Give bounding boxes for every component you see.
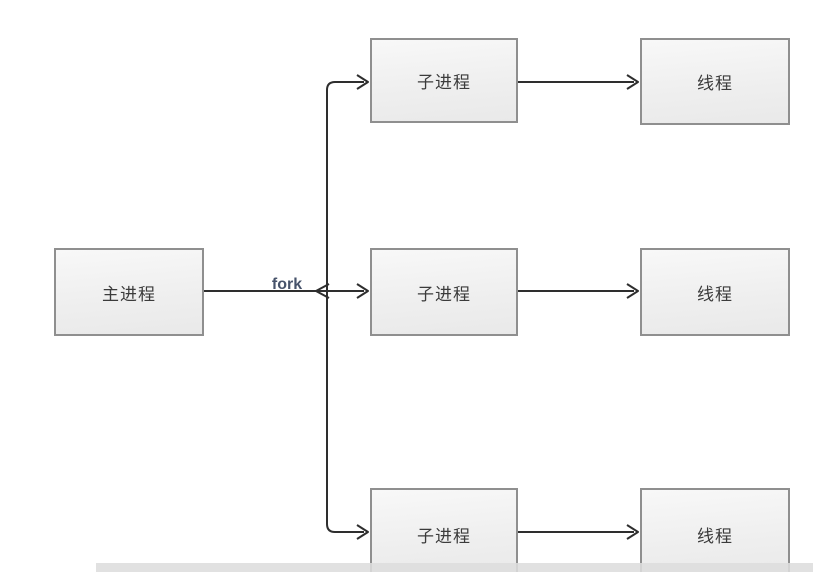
edge-junction-to-child3: [326, 291, 364, 533]
node-main-process-label: 主进程: [102, 284, 156, 304]
node-thread-2: 线程: [640, 248, 790, 336]
node-child-process-2-label: 子进程: [417, 284, 471, 304]
node-child-process-2: 子进程: [370, 248, 518, 336]
node-thread-3-label: 线程: [697, 526, 733, 546]
arrowhead-child3: [356, 524, 369, 540]
arrowhead-junction-left: [315, 283, 330, 299]
node-child-process-1: 子进程: [370, 38, 518, 123]
arrowhead-child1: [356, 74, 369, 90]
node-thread-1: 线程: [640, 38, 790, 125]
node-child-process-3-label: 子进程: [417, 526, 471, 546]
node-thread-1-label: 线程: [697, 74, 733, 93]
node-child-process-1-label: 子进程: [417, 73, 471, 92]
arrowhead-thread3: [626, 524, 639, 540]
arrowhead-thread2: [626, 283, 639, 299]
node-child-process-3: 子进程: [370, 488, 518, 572]
edge-junction-to-child1: [326, 81, 364, 291]
node-thread-2-label: 线程: [697, 284, 733, 304]
bottom-edge-bar: [96, 563, 813, 572]
edge-label-fork: fork: [271, 276, 303, 293]
arrowhead-thread1: [626, 74, 639, 90]
arrowhead-child2: [356, 283, 369, 299]
node-thread-3: 线程: [640, 488, 790, 572]
node-main-process: 主进程: [54, 248, 204, 336]
